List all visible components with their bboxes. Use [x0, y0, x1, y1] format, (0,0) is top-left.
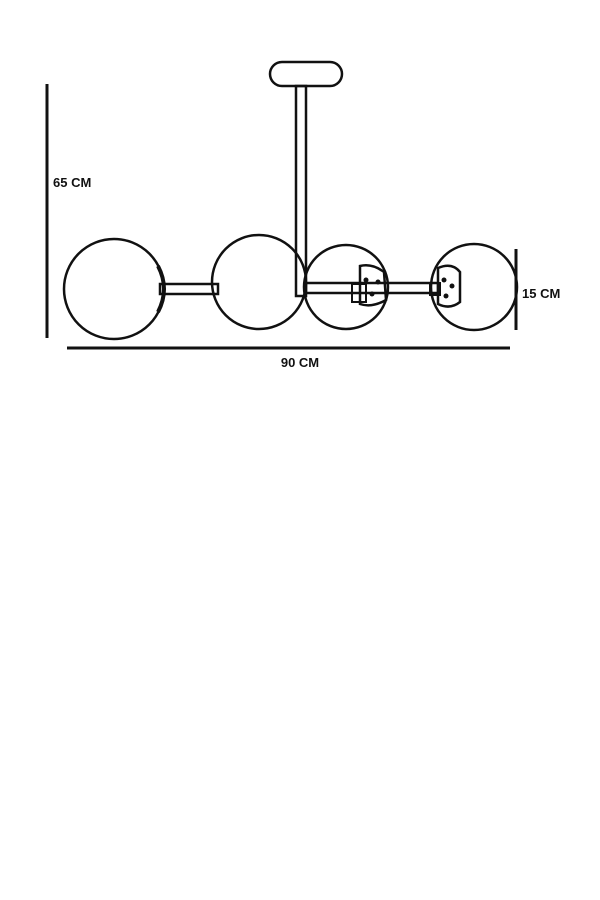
globe-2	[210, 233, 308, 331]
globe-1	[62, 237, 166, 341]
width-label: 90 CM	[281, 355, 319, 370]
globe-4	[429, 242, 519, 332]
horizontal-arm-left	[158, 282, 220, 296]
vertical-stem	[294, 84, 308, 298]
globe-label: 15 CM	[522, 286, 560, 301]
height-dimension: 65 CM	[45, 84, 91, 338]
ceiling-canopy	[268, 60, 344, 88]
globe-dimension: 15 CM	[514, 249, 560, 330]
globe-3	[302, 243, 390, 331]
width-dimension: 90 CM	[67, 346, 510, 370]
height-label: 65 CM	[53, 175, 91, 190]
